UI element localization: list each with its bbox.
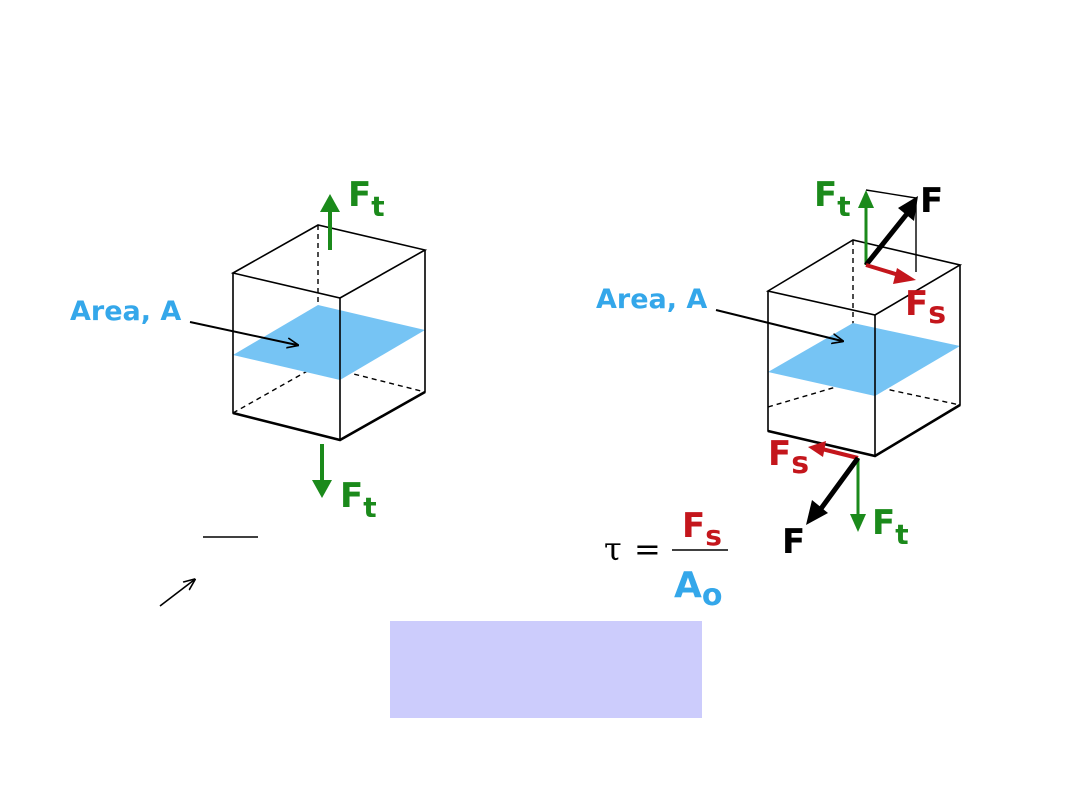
shear-top-tensile-arrow (858, 190, 874, 265)
shear-top-resultant-arrow (864, 196, 918, 267)
shear-area-pointer (715, 309, 842, 341)
formula-tau: τ (604, 530, 622, 568)
tension-force-top-arrow (320, 194, 340, 250)
tension-force-bottom-label: Ft (340, 476, 377, 524)
shear-top-shear-label: Fs (905, 284, 946, 331)
small-arrow (159, 580, 194, 607)
shear-top-resultant-label: F (920, 181, 943, 221)
tension-area-plane (233, 305, 425, 380)
shear-bottom-tensile-arrow (850, 458, 866, 532)
tension-force-bottom-arrow (312, 444, 332, 498)
highlight-box (390, 621, 702, 718)
shear-top-tensile-label: Ft (814, 175, 851, 223)
formula-equals: = (634, 530, 661, 568)
shear-top-shear-arrow (865, 263, 916, 284)
tension-cube (230, 224, 428, 442)
shear-cube (765, 189, 963, 458)
shear-bottom-resultant-label: F (782, 522, 805, 562)
shear-bottom-tensile-label: Ft (872, 503, 909, 551)
formula-denominator: Ao (674, 565, 723, 613)
shear-bottom-shear-arrow (808, 441, 859, 460)
tension-force-top-label: Ft (348, 175, 385, 223)
shear-bottom-resultant-arrow (806, 456, 861, 525)
shear-area-plane (768, 323, 960, 396)
tension-area-pointer (189, 321, 297, 345)
formula-numerator: Fs (682, 506, 722, 552)
shear-area-label: Area, A (596, 284, 707, 315)
shear-bottom-shear-label: Fs (768, 434, 809, 481)
shear-stress-formula: τ = Fs Ao (604, 506, 728, 613)
tension-area-label: Area, A (70, 296, 181, 327)
